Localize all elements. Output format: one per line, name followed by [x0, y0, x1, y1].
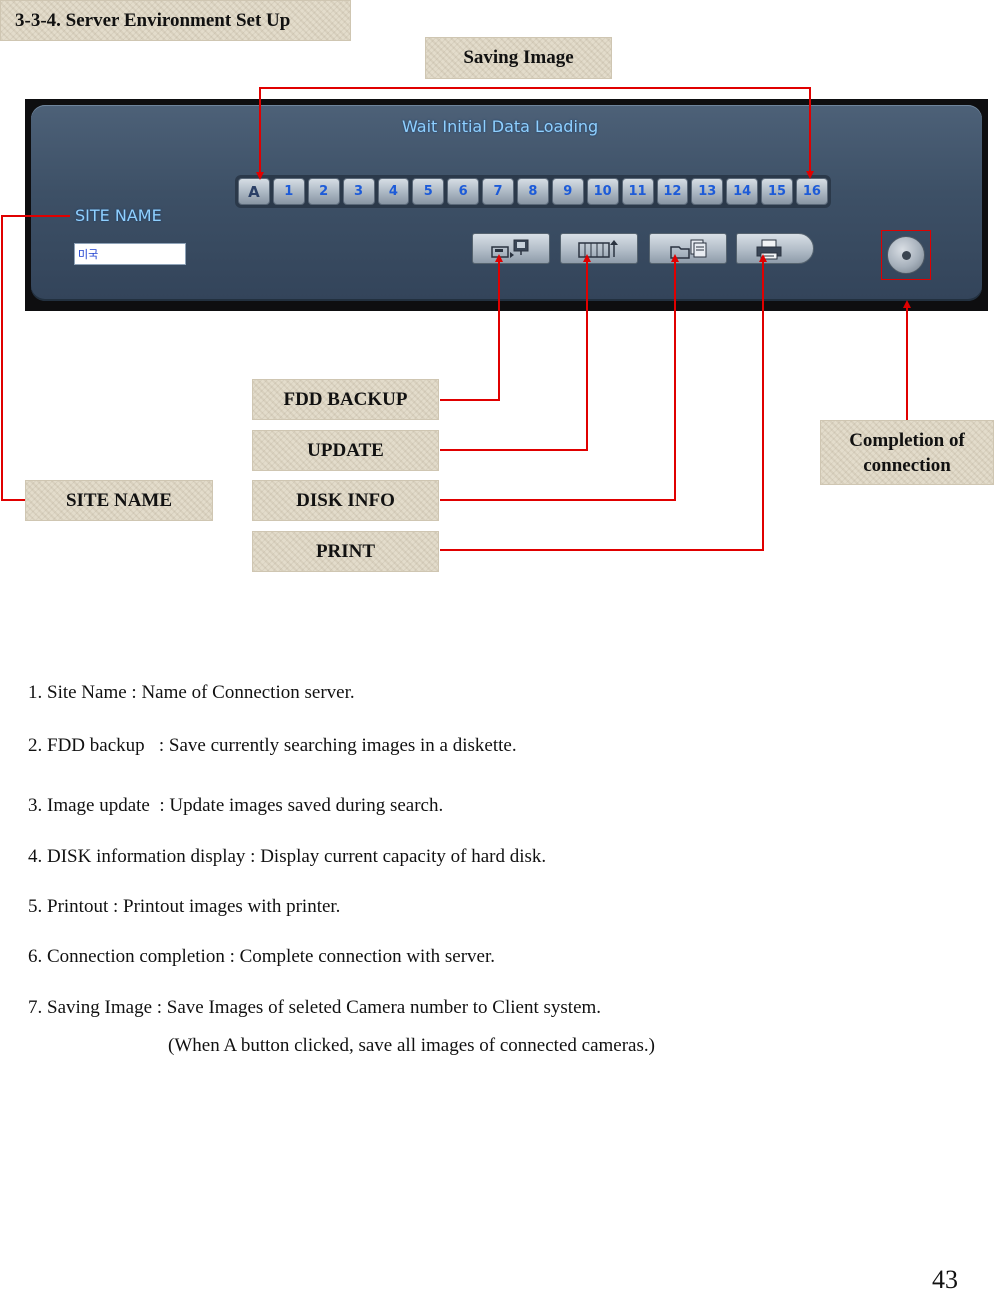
disk-info-icon	[670, 239, 707, 259]
camera-button-4[interactable]: 4	[377, 178, 410, 205]
camera-button-16[interactable]: 16	[796, 178, 828, 205]
camera-button-13[interactable]: 13	[691, 178, 724, 205]
site-name-input[interactable]: 미국	[74, 243, 186, 265]
print-button[interactable]	[736, 233, 814, 264]
camera-button-5[interactable]: 5	[412, 178, 445, 205]
camera-button-all[interactable]: A	[238, 178, 270, 205]
camera-button-11[interactable]: 11	[621, 178, 654, 205]
fdd-backup-button[interactable]	[472, 233, 550, 264]
site-name-callout: SITE NAME	[25, 480, 213, 521]
camera-button-2[interactable]: 2	[307, 178, 340, 205]
power-knob-icon	[887, 236, 925, 274]
knob-center-dot	[901, 250, 911, 260]
description-connection: 6. Connection completion : Complete conn…	[28, 946, 495, 967]
completion-callout: Completion of connection	[820, 420, 994, 485]
camera-button-3[interactable]: 3	[342, 178, 375, 205]
description-saving-image-note: (When A button clicked, save all images …	[168, 1035, 655, 1056]
printer-icon	[756, 239, 782, 259]
saving-image-callout: Saving Image	[425, 37, 612, 79]
fdd-backup-callout: FDD BACKUP	[252, 379, 439, 420]
camera-button-9[interactable]: 9	[551, 178, 584, 205]
camera-button-7[interactable]: 7	[482, 178, 514, 205]
description-image-update: 3. Image update : Update images saved du…	[28, 795, 444, 816]
description-fdd-backup: 2. FDD backup : Save currently searching…	[28, 735, 517, 756]
print-callout: PRINT	[252, 531, 439, 572]
disk-info-callout: DISK INFO	[252, 480, 439, 521]
update-button[interactable]	[560, 233, 638, 264]
camera-button-6[interactable]: 6	[447, 178, 480, 205]
description-saving-image: 7. Saving Image : Save Images of seleted…	[28, 997, 602, 1018]
camera-button-14[interactable]: 14	[726, 178, 759, 205]
description-printout: 5. Printout : Printout images with print…	[28, 896, 341, 917]
section-title: 3-3-4. Server Environment Set Up	[0, 0, 351, 41]
floppy-backup-icon	[491, 239, 529, 258]
description-site-name: 1. Site Name : Name of Connection server…	[28, 682, 355, 703]
camera-button-15[interactable]: 15	[761, 178, 793, 205]
completion-callout-line1: Completion of	[849, 429, 965, 451]
disk-info-button[interactable]	[649, 233, 727, 264]
camera-button-12[interactable]: 12	[656, 178, 689, 205]
description-disk-info: 4. DISK information display : Display cu…	[28, 846, 547, 867]
camera-button-1[interactable]: 1	[272, 178, 305, 205]
status-text: Wait Initial Data Loading	[402, 117, 599, 136]
update-callout: UPDATE	[252, 430, 439, 471]
page-number: 43	[932, 1265, 958, 1294]
completion-callout-line2: connection	[863, 454, 951, 476]
site-name-heading: SITE NAME	[75, 206, 162, 225]
update-icon	[578, 239, 618, 258]
camera-button-strip: A 1 2 3 4 5 6 7 8 9 10 11 12 13 14 15 16	[235, 175, 831, 208]
camera-button-10[interactable]: 10	[586, 178, 619, 205]
camera-button-8[interactable]: 8	[517, 178, 549, 205]
connection-complete-button[interactable]	[881, 230, 931, 280]
